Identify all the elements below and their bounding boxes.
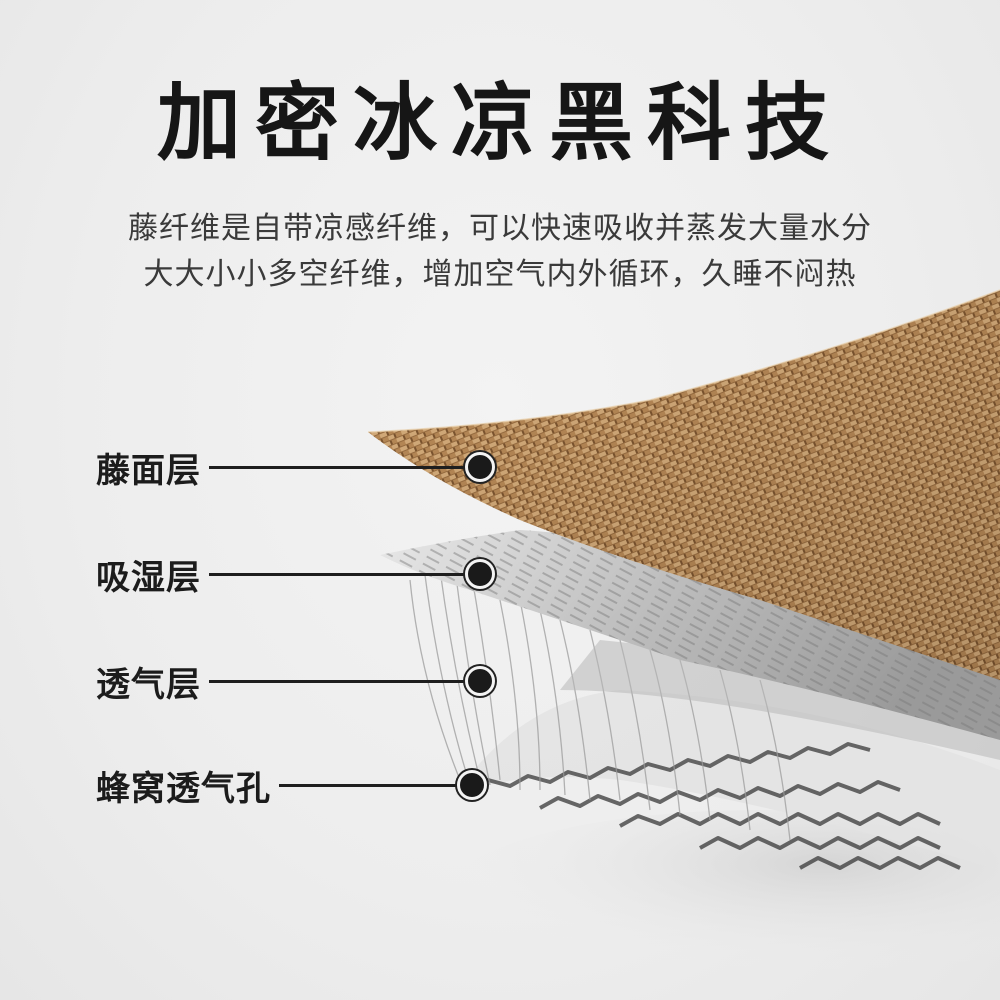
callout-label: 透气层	[96, 664, 201, 705]
dot-marker-icon	[457, 770, 487, 800]
callout-leader-line	[209, 679, 467, 683]
rattan-surface-layer	[367, 289, 1000, 680]
callout-label: 蜂窝透气孔	[96, 768, 271, 809]
description-line-1: 藤纤维是自带凉感纤维，可以快速吸收并蒸发大量水分	[128, 211, 872, 246]
callout-rattan-layer: 藤面层	[96, 442, 495, 492]
callout-moisture-layer: 吸湿层	[96, 549, 495, 599]
dot-marker-icon	[465, 666, 495, 696]
callout-breathable-layer: 透气层	[96, 656, 495, 706]
dot-marker-icon	[465, 452, 495, 482]
dot-marker-icon	[465, 559, 495, 589]
callout-leader-line	[209, 572, 467, 576]
callout-honeycomb-holes: 蜂窝透气孔	[96, 760, 487, 810]
moisture-layer	[380, 530, 1000, 740]
callout-leader-line	[209, 465, 467, 469]
honeycomb-layer	[455, 690, 1000, 870]
callout-label: 吸湿层	[96, 557, 201, 598]
callout-label: 藤面层	[96, 450, 201, 491]
description-line-2: 大大小小多空纤维，增加空气内外循环，久睡不闷热	[143, 257, 857, 292]
feature-description: 藤纤维是自带凉感纤维，可以快速吸收并蒸发大量水分 大大小小多空纤维，增加空气内外…	[0, 206, 1000, 298]
callout-leader-line	[279, 783, 459, 787]
headline-title: 加密冰凉黑科技	[156, 74, 843, 172]
